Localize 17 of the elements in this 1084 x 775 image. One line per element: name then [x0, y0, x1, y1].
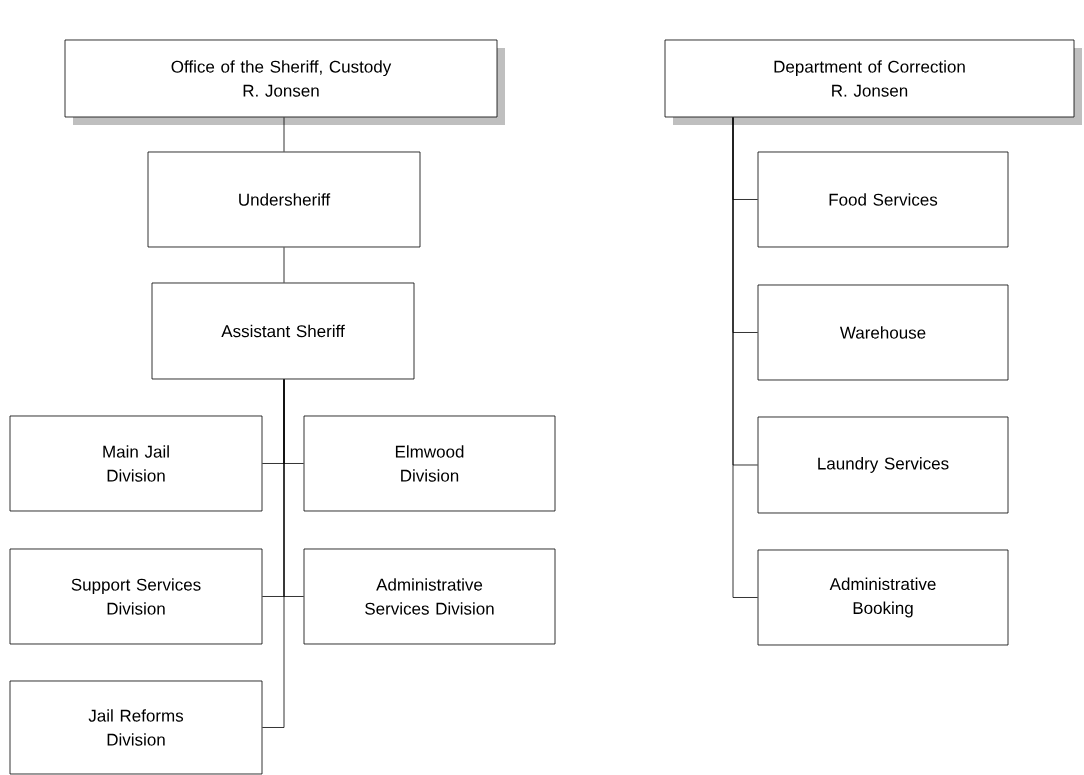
org-box: Assistant Sheriff — [151, 282, 415, 380]
title-box: Office of the Sheriff, Custody R. Jonsen — [64, 39, 505, 125]
org-box: Jail Reforms Division — [9, 680, 263, 775]
org-box: Administrative Booking — [757, 549, 1009, 646]
org-box: Administrative Services Division — [303, 548, 556, 645]
connector-line — [283, 117, 285, 152]
org-box: Warehouse — [757, 284, 1009, 381]
org-box: Food Services — [757, 151, 1009, 248]
connector-line — [283, 247, 285, 283]
org-box: Undersheriff — [147, 151, 421, 248]
title-box: Department of Correction R. Jonsen — [664, 39, 1082, 125]
org-box: Elmwood Division — [303, 415, 556, 512]
org-box: Support Services Division — [9, 548, 263, 645]
org-box: Laundry Services — [757, 416, 1009, 514]
connector-line — [732, 117, 758, 598]
connector-line — [262, 379, 285, 728]
org-box: Main Jail Division — [9, 415, 263, 512]
